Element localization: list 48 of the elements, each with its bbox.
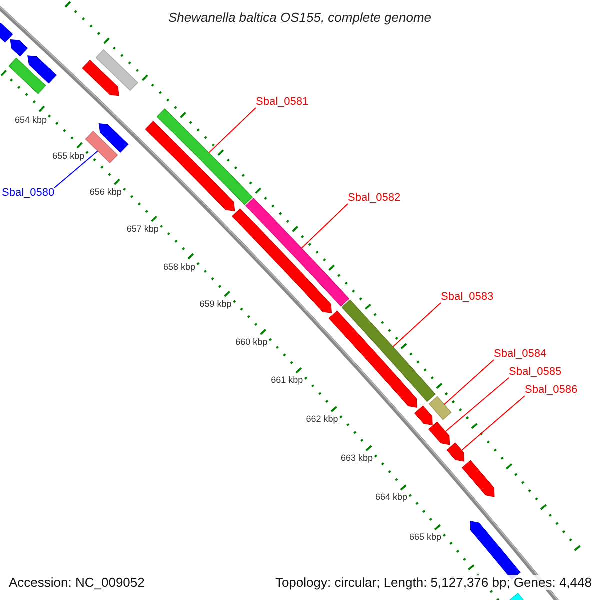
gene-feature: [245, 198, 350, 307]
gene-feature: [342, 300, 436, 402]
leader-line: [444, 360, 494, 406]
tick-label: 663 kbp: [340, 454, 374, 463]
genome-summary-text: Topology: circular; Length: 5,127,376 bp; Genes: 4,448: [275, 575, 592, 590]
gene-feature: [85, 131, 118, 164]
leader-line: [208, 108, 256, 154]
tick-label: 655 kbp: [52, 152, 86, 161]
tick-label: 658 kbp: [162, 262, 196, 272]
gene-label: Sbal_0581: [256, 97, 309, 108]
accession-text: Accession: NC_009052: [9, 575, 145, 590]
gene-feature: [428, 396, 452, 420]
gene-feature: [156, 108, 254, 206]
leader-line: [392, 302, 442, 348]
tick-label: 665 kbp: [408, 532, 442, 542]
tick-label: 654 kbp: [14, 116, 48, 125]
gene-feature: [145, 121, 236, 212]
gene-feature: [232, 208, 332, 314]
gene-label: Sbal_0584: [494, 349, 547, 360]
tick-label: 662 kbp: [305, 414, 340, 424]
map-title: Shewanella baltica OS155, complete genome: [167, 11, 433, 24]
gene-feature: [328, 310, 418, 408]
tick-label: 657 kbp: [126, 225, 160, 234]
gene-feature: [462, 460, 495, 498]
gene-feature: [428, 422, 450, 446]
gene-feature: [28, 56, 57, 84]
tick-label: 661 kbp: [270, 376, 304, 386]
gene-label: Sbal_0585: [509, 367, 562, 378]
gene-label: Sbal_0582: [348, 193, 401, 204]
gene-feature: [82, 60, 120, 96]
gene-feature: [10, 39, 28, 57]
gene-feature: [414, 406, 433, 426]
leader-line: [301, 204, 348, 249]
gene-feature: [0, 22, 14, 43]
tick-label: 659 kbp: [198, 300, 233, 310]
tick-label: 660 kbp: [234, 338, 269, 348]
gene-feature: [8, 58, 46, 94]
gene-label: Sbal_0580: [2, 188, 55, 199]
leader-line: [54, 150, 98, 188]
tick-label: 664 kbp: [374, 493, 408, 502]
gene-feature: [98, 124, 129, 153]
gene-label: Sbal_0583: [441, 292, 494, 303]
gene-feature: [446, 442, 464, 462]
gene-feature: [96, 49, 138, 92]
tick-label: 656 kbp: [88, 188, 123, 198]
leader-line: [461, 396, 526, 451]
leader-line: [445, 378, 510, 432]
gene-label: Sbal_0586: [525, 385, 578, 396]
